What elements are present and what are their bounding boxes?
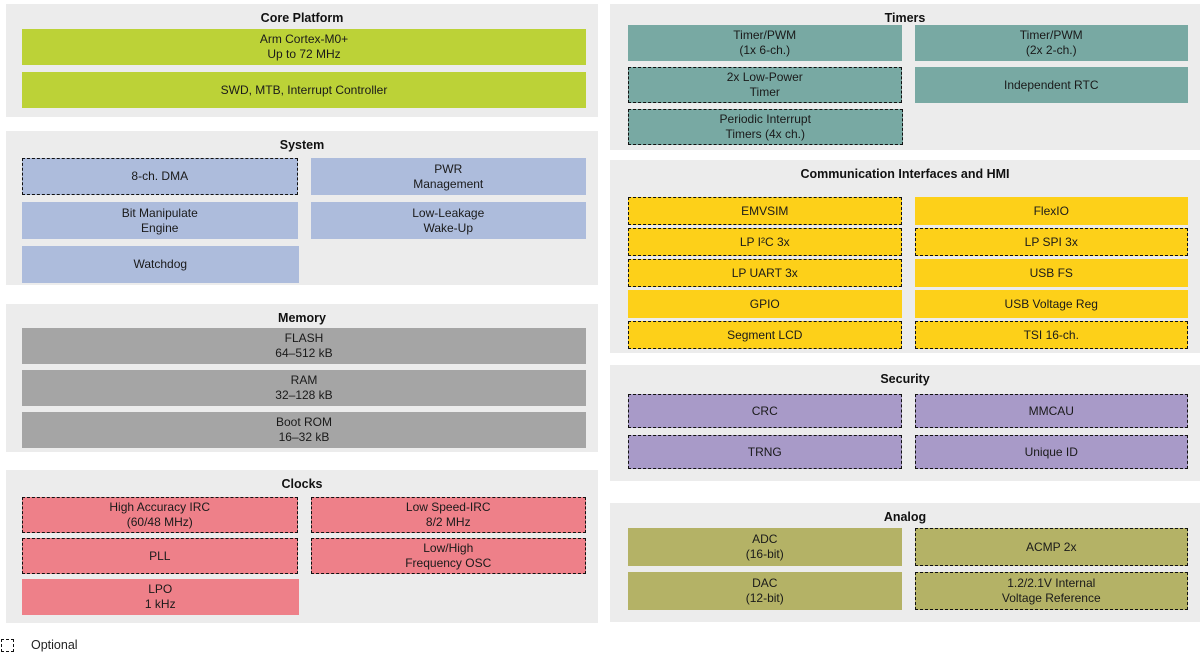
block-arm-cortex-m0plus: Arm Cortex-M0+ Up to 72 MHz: [22, 29, 586, 65]
block-tsi: TSI 16-ch.: [914, 321, 1188, 349]
block-emvsim: EMVSIM: [628, 197, 902, 225]
section-title-clocks: Clocks: [281, 477, 323, 491]
block-bit-manipulate-engine: Bit Manipulate Engine: [22, 202, 298, 239]
block-gpio: GPIO: [628, 290, 902, 318]
block-lp-uart: LP UART 3x: [628, 259, 902, 287]
section-title-system: System: [279, 138, 325, 152]
empty-cell: [916, 109, 1189, 145]
block-low-speed-irc: Low Speed-IRC 8/2 MHz: [310, 497, 586, 533]
section-title-analog: Analog: [883, 510, 927, 524]
section-core-platform: Core Platform Arm Cortex-M0+ Up to 72 MH…: [6, 4, 598, 117]
block-usb-voltage-reg: USB Voltage Reg: [914, 290, 1188, 318]
empty-cell: [312, 579, 587, 615]
section-title-security: Security: [880, 372, 930, 386]
section-timers: Timers Timer/PWM (1x 6-ch.) Timer/PWM (2…: [610, 4, 1200, 150]
block-adc: ADC (16-bit): [628, 528, 902, 566]
section-system: System 8-ch. DMA PWR Management Bit Mani…: [6, 131, 598, 285]
block-mmcau: MMCAU: [914, 394, 1188, 428]
block-timer-pwm-1x6ch: Timer/PWM (1x 6-ch.): [628, 25, 902, 61]
block-timer-pwm-2x2ch: Timer/PWM (2x 2-ch.): [914, 25, 1188, 61]
block-flexio: FlexIO: [914, 197, 1188, 225]
section-analog: Analog ADC (16-bit) ACMP 2x DAC (12-bit)…: [610, 503, 1200, 622]
block-boot-rom: Boot ROM 16–32 kB: [22, 412, 586, 448]
section-communication-hmi: Communication Interfaces and HMI EMVSIM …: [610, 160, 1200, 353]
block-pll: PLL: [22, 538, 298, 574]
section-title-memory: Memory: [278, 311, 326, 325]
section-title-timers: Timers: [884, 11, 926, 25]
legend-optional: Optional: [1, 638, 78, 652]
block-high-accuracy-irc: High Accuracy IRC (60/48 MHz): [22, 497, 298, 533]
block-watchdog: Watchdog: [22, 246, 299, 283]
block-periodic-interrupt-timers: Periodic Interrupt Timers (4x ch.): [628, 109, 903, 145]
block-trng: TRNG: [628, 435, 902, 469]
block-crc: CRC: [628, 394, 902, 428]
block-8ch-dma: 8-ch. DMA: [22, 158, 298, 195]
block-low-high-frequency-osc: Low/High Frequency OSC: [310, 538, 586, 574]
optional-dashed-swatch-icon: [1, 638, 14, 652]
block-usb-fs: USB FS: [914, 259, 1188, 287]
block-voltage-reference: 1.2/2.1V Internal Voltage Reference: [914, 572, 1188, 610]
empty-cell: [312, 246, 587, 283]
section-memory: Memory FLASH 64–512 kB RAM 32–128 kB Boo…: [6, 304, 598, 452]
block-segment-lcd: Segment LCD: [628, 321, 902, 349]
block-independent-rtc: Independent RTC: [914, 67, 1188, 103]
block-unique-id: Unique ID: [914, 435, 1188, 469]
block-flash: FLASH 64–512 kB: [22, 328, 586, 364]
section-title-core-platform: Core Platform: [260, 11, 344, 25]
section-security: Security CRC MMCAU TRNG Unique ID: [610, 365, 1200, 481]
section-clocks: Clocks High Accuracy IRC (60/48 MHz) Low…: [6, 470, 598, 623]
block-pwr-management: PWR Management: [310, 158, 586, 195]
block-dac: DAC (12-bit): [628, 572, 902, 610]
section-title-communication-hmi: Communication Interfaces and HMI: [800, 167, 1010, 181]
block-low-power-timer: 2x Low-Power Timer: [628, 67, 902, 103]
block-acmp: ACMP 2x: [914, 528, 1188, 566]
block-lp-spi: LP SPI 3x: [914, 228, 1188, 256]
block-lpo: LPO 1 kHz: [22, 579, 299, 615]
block-low-leakage-wakeup: Low-Leakage Wake-Up: [310, 202, 586, 239]
block-lp-i2c: LP I²C 3x: [628, 228, 902, 256]
block-ram: RAM 32–128 kB: [22, 370, 586, 406]
block-swd-mtb-interrupt-controller: SWD, MTB, Interrupt Controller: [22, 72, 586, 108]
legend-label: Optional: [31, 638, 78, 652]
